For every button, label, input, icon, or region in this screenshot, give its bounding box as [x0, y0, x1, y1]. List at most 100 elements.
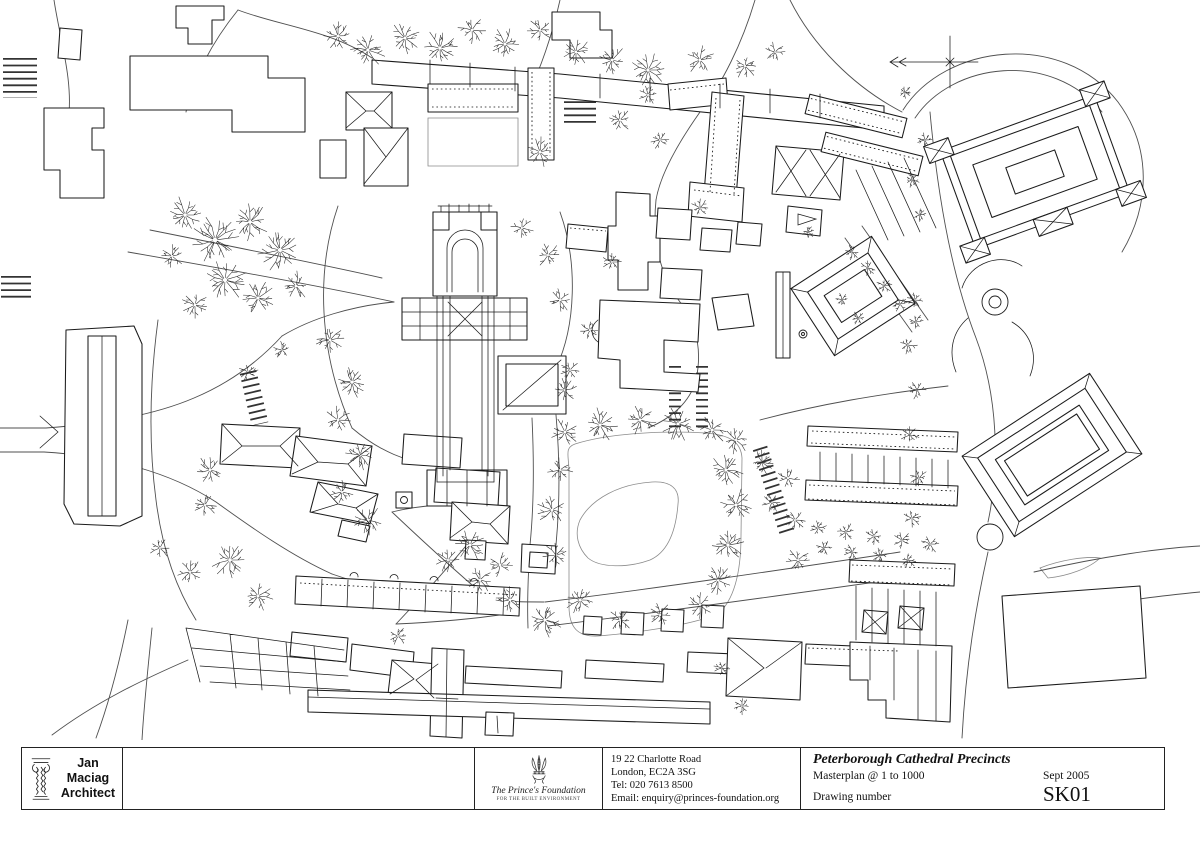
tree-symbol	[560, 362, 580, 380]
tree-symbol	[161, 244, 182, 268]
tree-symbol	[892, 297, 908, 312]
tree-symbol	[424, 31, 458, 62]
address-line-2: London, EC2A 3SG	[611, 767, 696, 778]
foundation-tagline: FOR THE BUILT ENVIRONMENT	[496, 797, 581, 802]
tree-symbol	[239, 364, 259, 381]
tree-symbol	[662, 408, 694, 441]
foundation-panel: The Prince's Foundation FOR THE BUILT EN…	[475, 748, 603, 809]
tree-symbol	[865, 529, 881, 545]
tree-symbol	[778, 468, 800, 487]
tree-symbol	[537, 495, 564, 522]
email-line: Email: enquiry@princes-foundation.org	[611, 793, 780, 804]
circles-layer	[400, 288, 1009, 551]
tree-symbol	[242, 282, 274, 313]
tree-symbol	[457, 19, 486, 44]
tree-symbol	[326, 405, 352, 431]
architect-panel: Jan Maciag Architect	[22, 748, 123, 809]
contact-panel: 19 22 Charlotte Road London, EC2A 3SG Te…	[603, 748, 801, 809]
address-line-1: 19 22 Charlotte Road	[611, 754, 702, 765]
tree-symbol	[852, 311, 865, 325]
tree-symbol	[632, 53, 665, 86]
tree-symbol	[711, 530, 745, 558]
details-and-north-indicator-layer	[39, 35, 1147, 738]
tree-symbol	[510, 218, 534, 238]
tree-symbol	[495, 586, 520, 612]
tree-symbol	[554, 378, 577, 401]
tree-symbol	[465, 567, 491, 594]
tree-symbol	[542, 542, 567, 568]
drawing-scale: Masterplan @ 1 to 1000	[813, 770, 925, 782]
tree-symbol	[547, 457, 574, 481]
tree-symbol	[627, 406, 657, 435]
tree-symbol	[902, 553, 917, 568]
tree-symbol	[284, 270, 306, 298]
tree-symbol	[908, 382, 927, 400]
tree-symbol	[725, 428, 747, 455]
tree-symbol	[526, 20, 551, 41]
tree-symbol	[609, 110, 629, 130]
tree-symbol	[837, 523, 854, 540]
tree-symbol	[816, 541, 833, 555]
drawing-title: Peterborough Cathedral Precincts	[813, 752, 1011, 767]
tree-symbol	[903, 510, 921, 528]
window-dots-layer	[299, 72, 956, 652]
tree-symbol	[688, 592, 711, 619]
tree-symbol	[207, 261, 247, 298]
tree-symbol	[599, 48, 623, 75]
tree-symbol	[316, 328, 345, 353]
tree-symbol	[436, 549, 460, 573]
tree-symbol	[609, 610, 630, 630]
tree-symbol	[650, 132, 670, 149]
tree-symbol	[873, 547, 888, 563]
tree-symbol	[247, 583, 274, 611]
tree-symbol	[650, 603, 671, 625]
tree-symbol	[390, 628, 406, 645]
drawing-info-panel: Peterborough Cathedral Precincts Masterp…	[801, 748, 1164, 809]
tree-symbol	[489, 552, 513, 577]
foundation-name: The Prince's Foundation	[491, 786, 586, 796]
tree-symbol	[323, 21, 350, 49]
tree-symbol	[528, 136, 552, 167]
tree-symbol	[539, 243, 560, 266]
tree-symbol	[603, 253, 622, 269]
tree-symbol	[901, 426, 920, 442]
tree-symbol	[909, 470, 927, 487]
tree-symbol	[354, 508, 382, 536]
tree-symbol	[687, 45, 714, 72]
tree-symbol	[563, 39, 588, 65]
title-block: Jan Maciag Architect The Prince's Founda…	[21, 747, 1165, 810]
drawing-number-label: Drawing number	[813, 791, 892, 803]
tree-symbol	[844, 544, 858, 560]
phone-line: Tel: 020 7613 8500	[611, 780, 693, 791]
tree-symbol	[909, 314, 924, 329]
tree-symbol	[170, 196, 202, 229]
trees-layer	[150, 19, 940, 716]
tree-symbol	[393, 23, 420, 55]
princes-feathers-icon	[531, 755, 546, 784]
tree-symbol	[691, 198, 709, 215]
tree-symbol	[835, 293, 848, 305]
tree-symbol	[765, 41, 786, 61]
tree-symbol	[192, 217, 240, 262]
tree-symbol	[531, 606, 562, 638]
tree-symbol	[735, 57, 756, 78]
tree-symbol	[713, 662, 731, 675]
column-capital-logo	[31, 757, 51, 800]
tree-symbol	[713, 454, 744, 486]
tree-symbol	[177, 560, 201, 583]
tree-symbol	[876, 280, 893, 292]
tree-symbol	[697, 416, 727, 442]
tree-symbol	[329, 480, 354, 503]
tree-symbol	[921, 536, 940, 553]
tree-symbol	[706, 567, 731, 595]
drawing-date: Sept 2005	[1043, 770, 1090, 782]
tree-symbol	[906, 172, 920, 188]
tree-symbol	[900, 86, 911, 99]
tree-symbol	[182, 294, 207, 319]
architect-title: Architect	[60, 786, 116, 800]
tree-symbol	[845, 245, 859, 261]
tree-symbol	[551, 418, 577, 445]
tree-symbol	[455, 530, 484, 560]
tree-symbol	[549, 288, 570, 312]
tree-symbol	[753, 449, 774, 474]
